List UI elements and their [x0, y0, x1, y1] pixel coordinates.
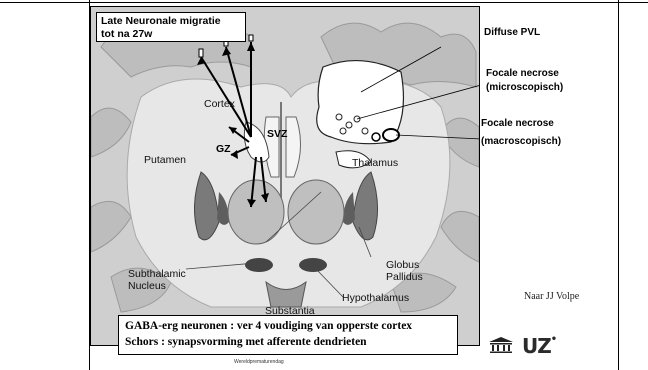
legend-line2: Schors : synapsvorming met afferente den…	[125, 334, 451, 350]
label-focal-micro-1: Focale necrose	[486, 68, 559, 79]
label-gz: GZ	[216, 143, 231, 155]
migration-label-line1: Late Neuronale migratie	[101, 15, 241, 28]
label-globus: Globus	[386, 259, 419, 271]
label-subthalamic: Subthalamic	[128, 268, 186, 280]
label-focal-macro-2: (macroscopisch)	[481, 136, 561, 147]
label-pallidus: Pallidus	[386, 271, 423, 283]
brain-illustration	[90, 6, 480, 346]
top-border-line	[0, 2, 648, 3]
university-building-icon	[486, 336, 516, 358]
label-cortex: Cortex	[204, 98, 235, 110]
label-nucleus: Nucleus	[128, 280, 166, 292]
legend-box: GABA-erg neuronen : ver 4 voudiging van …	[118, 315, 458, 355]
migration-label-line2: tot na 27w	[101, 28, 241, 41]
uz-logo: UZ•	[522, 334, 556, 358]
source-credit: Naar JJ Volpe	[524, 291, 579, 302]
migration-label-box: Late Neuronale migratie tot na 27w	[96, 12, 246, 42]
legend-line1: GABA-erg neuronen : ver 4 voudiging van …	[125, 318, 451, 334]
label-thalamus: Thalamus	[352, 157, 398, 169]
label-svz: SVZ	[267, 128, 287, 140]
label-diffuse-pvl: Diffuse PVL	[484, 27, 540, 38]
right-divider-line	[618, 0, 619, 370]
label-focal-macro-1: Focale necrose	[481, 118, 554, 129]
brain-drawing	[91, 7, 479, 345]
label-putamen: Putamen	[144, 154, 186, 166]
footer-text: Wereldprematurendag	[234, 359, 284, 365]
label-hypothalamus: Hypothalamus	[342, 292, 409, 304]
university-logo	[486, 336, 516, 358]
uz-logo-text: UZ	[522, 334, 551, 358]
label-focal-micro-2: (microscopisch)	[486, 82, 563, 93]
